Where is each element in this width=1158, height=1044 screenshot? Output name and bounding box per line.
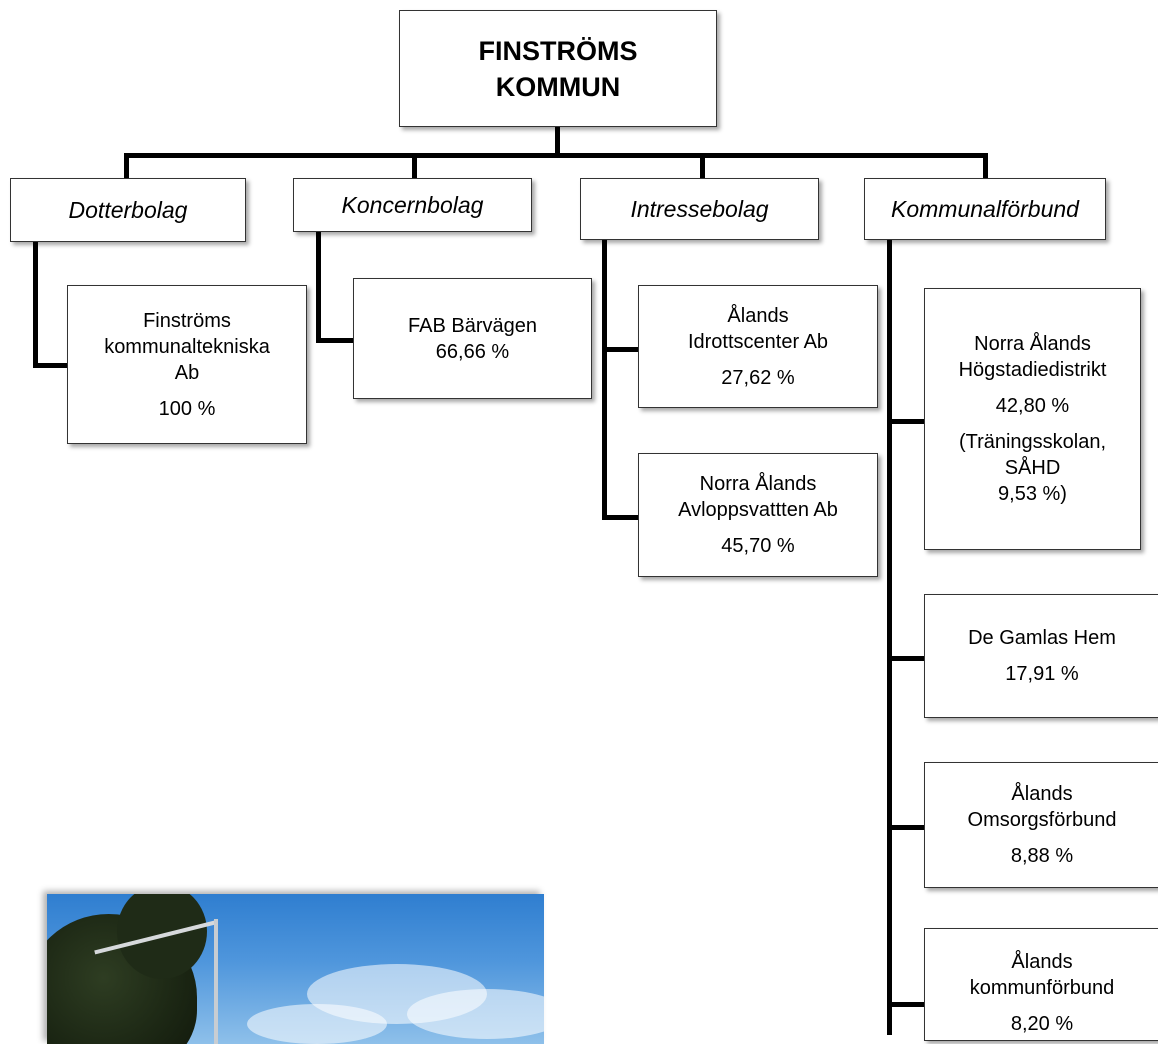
category-label: Intressebolag: [630, 196, 769, 222]
category-label: Koncernbolag: [341, 192, 484, 218]
entity-de-gamlas-hem: De Gamlas Hem 17,91 %: [924, 594, 1158, 718]
entity-share: 8,20 %: [1010, 1013, 1074, 1035]
entity-name-line3: Ab: [174, 361, 200, 384]
entity-name-line2: Avloppsvattten Ab: [678, 499, 838, 521]
kommunalforbund-trunk: [887, 240, 892, 1035]
category-intressebolag: Intressebolag: [580, 178, 819, 240]
entity-name-line1: Ålands: [727, 304, 789, 327]
entity-name-line2: Idrottscenter Ab: [687, 330, 829, 353]
entity-name-line2: kommunförbund: [969, 977, 1115, 999]
category-koncernbolag: Koncernbolag: [293, 178, 532, 232]
intressebolag-trunk: [602, 240, 607, 520]
intressebolag-branch-1: [602, 347, 640, 352]
entity-alands-idrottscenter: Ålands Idrottscenter Ab 27,62 %: [638, 285, 878, 408]
root-title-line2: KOMMUN: [495, 71, 621, 102]
entity-name-line2: Högstadiedistrikt: [958, 359, 1107, 381]
connector-dotterbolag: [124, 153, 129, 180]
flagpole-photo: [47, 894, 544, 1044]
root-title-line1: FINSTRÖMS: [478, 35, 638, 66]
category-kommunalforbund: Kommunalförbund: [864, 178, 1106, 240]
connector-kommunalforbund: [983, 153, 988, 180]
koncernbolag-trunk: [316, 232, 321, 343]
flagpole-shape: [214, 919, 218, 1044]
entity-alands-kommunforbund: Ålands kommunförbund 8,20 %: [924, 928, 1158, 1041]
entity-share: 45,70 %: [721, 535, 795, 557]
entity-name-line1: FAB Bärvägen: [408, 315, 537, 337]
koncernbolag-branch: [316, 338, 354, 343]
entity-name-line2: Omsorgsförbund: [967, 809, 1117, 831]
root-connector: [555, 125, 560, 157]
dotterbolag-branch: [33, 363, 69, 368]
entity-fab-barvagen: FAB Bärvägen 66,66 %: [353, 278, 592, 399]
entity-name-line1: Ålands: [1011, 783, 1073, 805]
entity-note-line1: (Träningsskolan,: [958, 431, 1107, 453]
entity-name-line1: Norra Ålands: [699, 473, 817, 495]
kommunalforbund-branch-2: [887, 656, 927, 661]
category-dotterbolag: Dotterbolag: [10, 178, 246, 242]
entity-note-line3: 9,53 %): [998, 483, 1067, 505]
entity-share: 27,62 %: [721, 366, 795, 389]
kommunalforbund-branch-1: [887, 419, 927, 424]
entity-alands-omsorgsforbund: Ålands Omsorgsförbund 8,88 %: [924, 762, 1158, 888]
category-bus: [124, 153, 988, 158]
entity-share: 8,88 %: [1010, 845, 1074, 867]
entity-share: 66,66 %: [435, 341, 510, 363]
connector-intressebolag: [700, 153, 705, 180]
entity-name-line1: Ålands: [1011, 951, 1073, 973]
entity-share: 17,91 %: [1005, 663, 1079, 685]
entity-share: 42,80 %: [995, 395, 1070, 417]
entity-name-line2: kommunaltekniska: [104, 335, 270, 358]
dotterbolag-trunk: [33, 242, 38, 368]
entity-finstroms-kommunaltekniska: Finströms kommunaltekniska Ab 100 %: [67, 285, 307, 444]
connector-koncernbolag: [412, 153, 417, 180]
category-label: Dotterbolag: [68, 197, 188, 223]
root-box: FINSTRÖMS KOMMUN: [399, 10, 717, 127]
entity-share: 100 %: [158, 397, 216, 420]
entity-name-line1: Finströms: [143, 309, 231, 332]
entity-note-line2: SÅHD: [1004, 457, 1061, 479]
category-label: Kommunalförbund: [891, 196, 1079, 222]
entity-name-line1: Norra Ålands: [974, 333, 1091, 355]
intressebolag-branch-2: [602, 515, 640, 520]
kommunalforbund-branch-3: [887, 825, 927, 830]
kommunalforbund-branch-4: [887, 1002, 927, 1007]
entity-name-line1: De Gamlas Hem: [968, 627, 1116, 649]
entity-norra-alands-avloppsvatten: Norra Ålands Avloppsvattten Ab 45,70 %: [638, 453, 878, 577]
entity-norra-alands-hogstadiedistrikt: Norra Ålands Högstadiedistrikt 42,80 % (…: [924, 288, 1141, 550]
